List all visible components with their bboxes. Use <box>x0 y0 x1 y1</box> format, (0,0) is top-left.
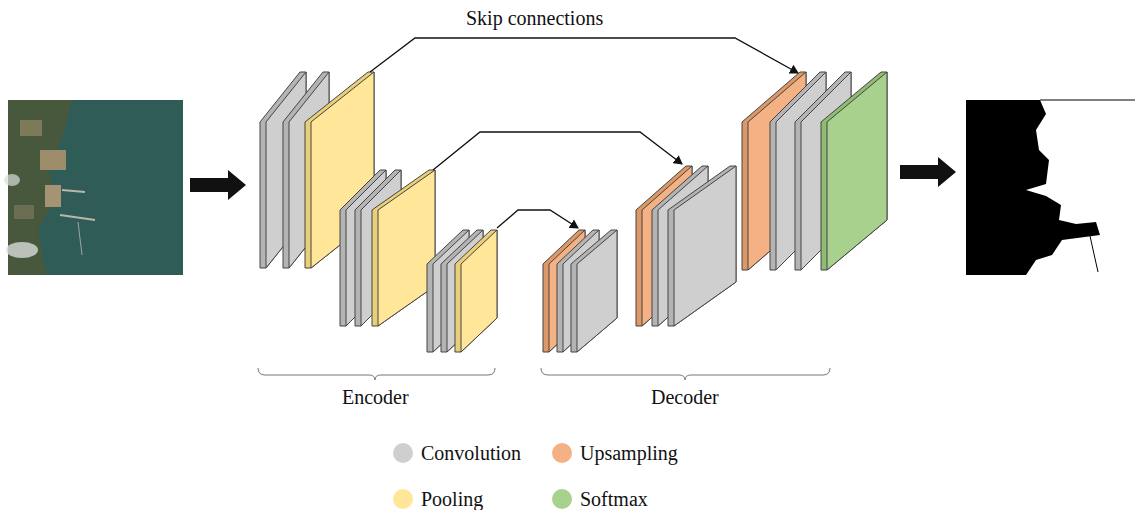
legend-text: Softmax <box>580 487 648 510</box>
conv-layer <box>674 166 736 326</box>
mask-edge <box>1040 100 1135 101</box>
legend-item: Pooling <box>393 487 483 510</box>
legend-item: Softmax <box>552 487 648 510</box>
segmentation-mask <box>966 100 1135 275</box>
skip-connection <box>433 132 682 170</box>
legend-text: Upsampling <box>580 441 678 465</box>
legend-swatch <box>552 489 572 509</box>
cloud <box>6 242 38 258</box>
legend-swatch <box>393 443 413 463</box>
decoder-label: Decoder <box>648 385 722 409</box>
pooling-layer <box>372 170 435 326</box>
pooling-layer <box>455 230 497 352</box>
pier <box>60 215 95 220</box>
land-mask <box>966 100 1100 275</box>
decoder-brace <box>541 368 830 380</box>
satellite-image <box>4 100 183 275</box>
land-patch <box>20 120 42 136</box>
legend-swatch <box>552 443 572 463</box>
mask-background <box>966 100 1135 275</box>
softmax-layer <box>827 72 887 270</box>
pooling-layer <box>461 230 497 352</box>
skip-connections-title: Skip connections <box>463 6 606 30</box>
conv-layer <box>571 230 617 352</box>
skip-connection <box>497 210 578 228</box>
pier <box>78 222 82 255</box>
land-patch <box>14 205 34 219</box>
land-patch <box>45 185 61 207</box>
conv-layer <box>577 230 617 352</box>
skip-connection <box>370 38 798 73</box>
legend-item: Upsampling <box>552 441 678 465</box>
softmax-layer <box>821 72 887 270</box>
flow-arrow <box>900 157 956 187</box>
legend-text: Convolution <box>421 441 521 465</box>
conv-layer <box>668 166 736 326</box>
pier-mask <box>1090 236 1098 272</box>
encoder-label: Encoder <box>339 385 412 409</box>
legend-item: Convolution <box>393 441 521 465</box>
flow-arrow <box>190 170 246 200</box>
cloud <box>4 174 20 186</box>
legend-text: Pooling <box>421 487 483 510</box>
land-patch <box>40 150 66 170</box>
pooling-layer <box>378 170 435 326</box>
encoder-brace <box>258 368 495 380</box>
legend-swatch <box>393 489 413 509</box>
pier <box>62 190 85 192</box>
